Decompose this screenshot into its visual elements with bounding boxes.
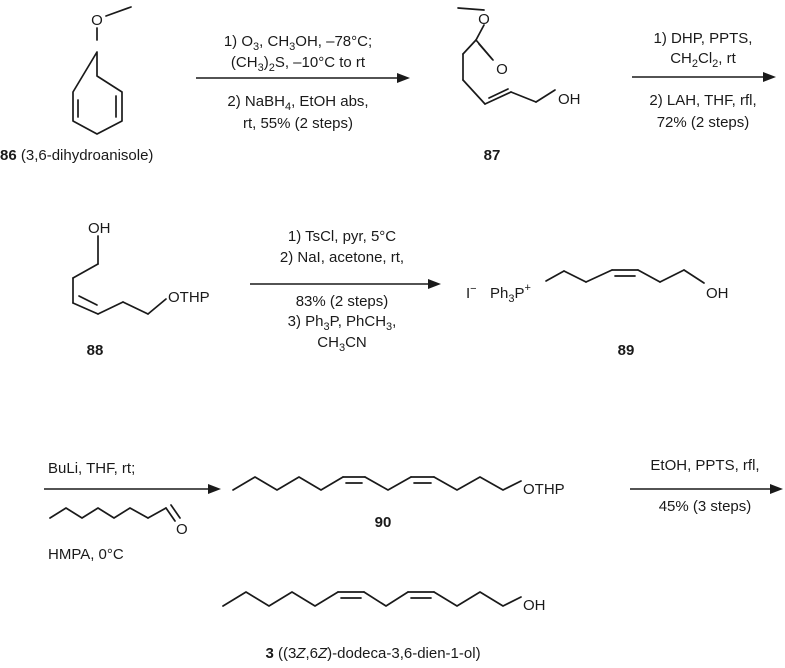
step-5-conditions: EtOH, PPTS, rfl, 45% (3 steps) [650,457,759,515]
step-1-line-1: 1) O3, CH3OH, –78°C; [224,33,372,53]
step-3-line-5: CH3CN [317,334,366,354]
step-2-line-4: 72% (2 steps) [657,114,750,131]
step-5-line-2: 45% (3 steps) [659,498,752,515]
compound-89-oh: OH [706,285,729,302]
compound-86-label: 86 (3,6-dihydroanisole) [0,147,153,164]
compound-3-structure: OH [222,591,546,614]
step-4-line-2: HMPA, 0°C [48,546,124,563]
compound-88-label: 88 [87,342,104,359]
step-3-conditions: 1) TsCl, pyr, 5°C 2) NaI, acetone, rt, 8… [280,228,404,354]
compound-89-iodide: I− [466,283,477,302]
step-4-line-1: BuLi, THF, rt; [48,460,135,477]
step-3-line-1: 1) TsCl, pyr, 5°C [288,228,396,245]
arrow-1-head [397,73,410,83]
step-2-line-2: CH2Cl2, rt [670,50,736,70]
arrow-3-head [428,279,441,289]
oxygen-label: O [91,12,103,29]
step-2-line-1: 1) DHP, PPTS, [654,30,753,47]
compound-88-structure: OH OTHP [72,220,210,315]
compound-3-label: 3 ((3Z,6Z)-dodeca-3,6-dien-1-ol) [265,645,480,662]
compound-87-oh: OH [558,91,581,108]
compound-87-structure: O O OH [457,7,581,108]
oxygen-label: O [478,11,490,28]
compound-90-label: 90 [375,514,392,531]
step-2-line-3: 2) LAH, THF, rfl, [649,92,756,109]
compound-89-phosphonium: Ph3P+ [490,282,531,305]
step-1-line-4: rt, 55% (2 steps) [243,115,353,132]
compound-87-label: 87 [484,147,501,164]
step-1-conditions: 1) O3, CH3OH, –78°C; (CH3)2S, –10°C to r… [224,33,372,132]
step-2-conditions: 1) DHP, PPTS, CH2Cl2, rt 2) LAH, THF, rf… [649,30,756,131]
oxygen-label: O [176,521,188,538]
step-4-conditions: BuLi, THF, rt; O HMPA, 0°C [48,460,188,563]
compound-90-othp: OTHP [523,481,565,498]
compound-86-structure: O [72,6,132,135]
arrow-2-head [763,72,776,82]
compound-89-structure: I− Ph3P+ OH [466,269,729,305]
compound-89-label: 89 [618,342,635,359]
hexanal-chain [49,507,149,519]
arrow-5-head [770,484,783,494]
compound-88-othp: OTHP [168,289,210,306]
arrow-4-head [208,484,221,494]
step-3-line-3: 83% (2 steps) [296,293,389,310]
step-3-line-4: 3) Ph3P, PhCH3, [288,313,397,333]
compound-3-oh: OH [523,597,546,614]
step-1-line-2: (CH3)2S, –10°C to rt [231,54,366,74]
compound-90-structure: OTHP [232,476,565,498]
step-5-line-1: EtOH, PPTS, rfl, [650,457,759,474]
compound-88-oh: OH [88,220,111,237]
step-1-line-3: 2) NaBH4, EtOH abs, [227,93,368,113]
step-3-line-2: 2) NaI, acetone, rt, [280,249,404,266]
oxygen-label: O [496,61,508,78]
